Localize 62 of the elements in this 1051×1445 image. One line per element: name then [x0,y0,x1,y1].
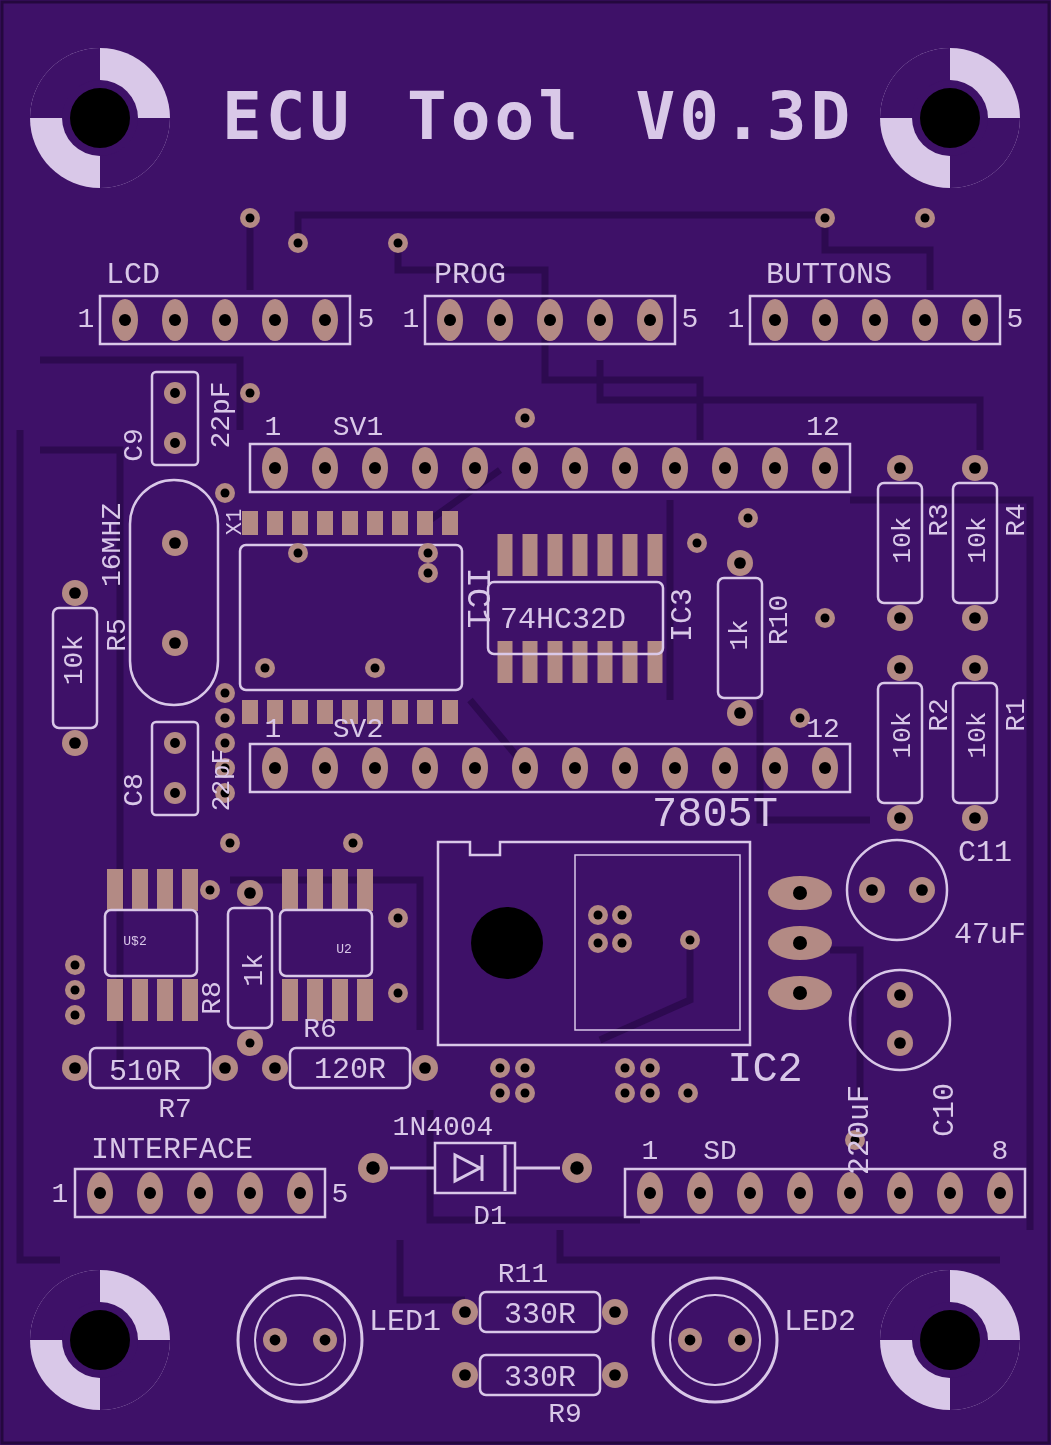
silkscreen-label: LED1 [369,1307,441,1337]
silkscreen-label: 510R [109,1057,181,1087]
silkscreen-label: SV1 [332,414,384,442]
silkscreen-label: C11 [958,838,1012,868]
silkscreen-label: C9 [121,428,149,462]
silkscreen-label: 10k [965,516,991,564]
silkscreen-label: R10 [766,594,794,646]
silkscreen-label: R2 [926,698,954,732]
silkscreen-label: LED2 [784,1307,856,1337]
silkscreen-label: 5 [1006,306,1024,334]
silkscreen-label: 330R [504,1363,576,1393]
silkscreen-label: C10 [930,1083,960,1137]
silkscreen-label: 120R [314,1055,386,1085]
silkscreen-label: 1 [264,414,282,442]
silkscreen-label: R5 [104,618,132,652]
silkscreen-label: X1 [225,508,247,536]
silkscreen-label: R9 [548,1401,582,1429]
silkscreen-label: C8 [121,773,149,807]
silkscreen-label: IC2 [727,1049,803,1091]
silkscreen-label: 1 [51,1181,69,1209]
silkscreen-label: BUTTONS [766,260,892,290]
silkscreen-label: R3 [926,503,954,537]
silkscreen-label: IC3 [668,588,698,642]
silkscreen-label: 16MHZ [99,503,127,587]
silkscreen-label: 1 [727,306,745,334]
silkscreen-label: 7805T [652,794,778,836]
silkscreen-label: R8 [199,981,227,1015]
silkscreen-label: U2 [336,942,352,956]
silkscreen-label: 10k [890,516,916,564]
silkscreen-label: 5 [681,306,699,334]
silkscreen-label: 10k [890,711,916,759]
silkscreen-label: PROG [434,260,506,290]
silkscreen-label: SD [703,1138,737,1166]
silkscreen-label: 12 [806,716,840,744]
silkscreen-label: 1 [641,1138,659,1166]
silkscreen-label: LCD [106,260,160,290]
silkscreen-label: 22pF [209,748,235,812]
silkscreen-label: 74HC32D [500,605,626,635]
silkscreen-label: 1N4004 [392,1114,494,1142]
silkscreen-label: 1 [77,306,95,334]
silkscreen-label: 220uF [845,1085,875,1175]
silkscreen-label: R6 [303,1016,337,1044]
silkscreen-label: 8 [991,1138,1009,1166]
board-title: ECU Tool V0.3D [222,78,855,155]
silkscreen-label: 1 [402,306,420,334]
silkscreen-label: R11 [497,1261,549,1289]
silkscreen-label: R4 [1003,503,1031,537]
silkscreen-label: 10k [965,711,991,759]
silkscreen-label: 5 [357,306,375,334]
silkscreen-label: 10k [61,634,89,686]
silkscreen-label: 5 [331,1181,349,1209]
silkscreen-label: 22pF [208,381,236,449]
silkscreen-label: D1 [473,1203,507,1231]
silkscreen-label: R1 [1003,698,1031,732]
silkscreen-label: INTERFACE [91,1135,253,1165]
silkscreen-label: U$2 [123,934,147,948]
silkscreen-label: 12 [806,414,840,442]
silkscreen-label: 47uF [954,920,1026,950]
silkscreen-label: 1k [727,619,753,651]
silkscreen-label: 330R [504,1300,576,1330]
silkscreen-label: 1k [241,953,269,987]
silkscreen-label: R7 [158,1096,192,1124]
